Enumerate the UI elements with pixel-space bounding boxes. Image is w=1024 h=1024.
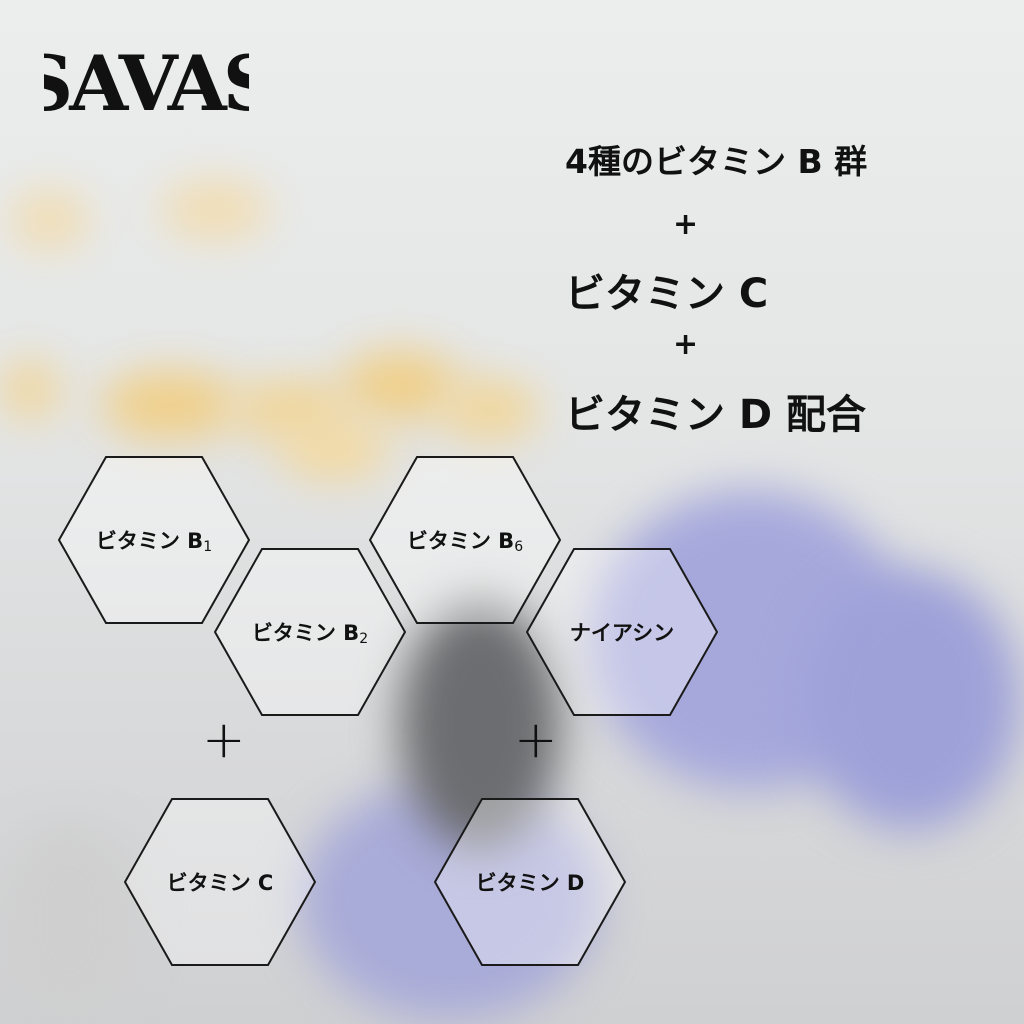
nutrient-name: ビタミン D [475, 871, 585, 895]
hexagon-outline [124, 798, 316, 966]
nutrient-subscript: 2 [359, 631, 369, 647]
hexagon-label: ナイアシン [570, 617, 674, 647]
hexagon-label: ビタミン B6 [407, 525, 523, 555]
nutrient-name: ビタミン B [406, 529, 515, 553]
hexagon-label: ビタミン B1 [96, 525, 212, 555]
headline-plus-2: + [673, 327, 699, 362]
hexagon-5: ビタミン C [124, 798, 316, 966]
nutrient-subscript: 1 [203, 539, 213, 555]
hexagon-6: ビタミン D [434, 798, 626, 966]
nutrient-name: ビタミン B [251, 621, 360, 645]
hexagon-label: ビタミン C [167, 867, 274, 897]
nutrient-name: ビタミン C [166, 871, 274, 895]
headline-line-2: ビタミン C [565, 271, 769, 317]
hexagon-outline [434, 798, 626, 966]
hexagon-outline [214, 548, 406, 716]
hexagon-label: ビタミン D [476, 867, 585, 897]
headline-line-1: 4種のビタミン B 群 [565, 142, 868, 181]
savas-logo: SAVAS [44, 40, 249, 120]
hexagon-outline [526, 548, 718, 716]
svg-text:SAVAS: SAVAS [44, 40, 249, 120]
nutrient-name: ビタミン B [95, 529, 204, 553]
headline-plus-1: + [673, 207, 699, 242]
headline-line-3: ビタミン D 配合 [565, 392, 867, 438]
plus-sign: + [202, 710, 246, 770]
hexagon-4: ナイアシン [526, 548, 718, 716]
plus-sign: + [514, 710, 558, 770]
hexagon-2: ビタミン B2 [214, 548, 406, 716]
hexagon-outline [58, 456, 250, 624]
hexagon-1: ビタミン B1 [58, 456, 250, 624]
hexagon-outline [369, 456, 561, 624]
nutrient-name: ナイアシン [569, 621, 675, 645]
nutrient-subscript: 6 [514, 539, 524, 555]
hexagon-3: ビタミン B6 [369, 456, 561, 624]
hexagon-label: ビタミン B2 [252, 617, 368, 647]
